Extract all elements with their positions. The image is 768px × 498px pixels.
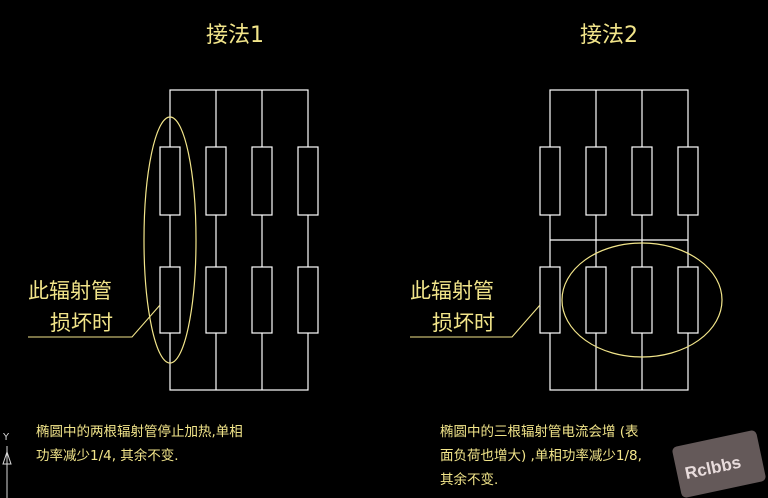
left-resistor-bottom-4	[297, 266, 319, 334]
right-resistor-top-4	[677, 146, 699, 216]
right-callout-line1: 此辐射管	[410, 279, 494, 303]
left-resistor-top-1	[159, 146, 181, 216]
right-highlight-ellipse	[561, 242, 723, 358]
left-resistor-bottom-2	[205, 266, 227, 334]
left-note-line2: 功率减少1/4, 其余不变.	[36, 447, 179, 464]
right-resistor-bottom-1	[539, 266, 561, 334]
left-resistor-top-4	[297, 146, 319, 216]
right-note-line2: 面负荷也增大) ,单相功率减少1/8,	[440, 447, 642, 464]
right-resistor-top-2	[585, 146, 607, 216]
right-callout-leader	[410, 304, 541, 338]
right-circuit	[539, 89, 723, 391]
right-title: 接法2	[580, 23, 638, 48]
right-note-line1: 椭圆中的三根辐射管电流会增 (表	[440, 424, 639, 440]
watermark-logo: Rclbbs	[672, 430, 766, 498]
left-note-line1: 椭圆中的两根辐射管停止加热,单相	[36, 423, 243, 440]
ucs-axis-icon	[2, 446, 12, 498]
left-resistor-bottom-3	[251, 266, 273, 334]
left-callout-line2: 损坏时	[50, 311, 113, 335]
right-resistor-bottom-4	[677, 266, 699, 334]
left-circuit	[143, 89, 319, 391]
left-resistor-top-2	[205, 146, 227, 216]
left-resistor-top-3	[251, 146, 273, 216]
right-note-line3: 其余不变.	[440, 471, 498, 488]
right-callout-line2: 损坏时	[432, 311, 495, 335]
left-title: 接法1	[206, 23, 264, 48]
left-resistor-bottom-1	[159, 266, 181, 334]
left-highlight-ellipse	[143, 116, 197, 364]
ucs-y-label: Y	[2, 432, 10, 443]
right-resistor-bottom-2	[585, 266, 607, 334]
right-resistor-top-3	[631, 146, 653, 216]
right-resistor-bottom-3	[631, 266, 653, 334]
left-callout-line1: 此辐射管	[28, 279, 112, 303]
left-callout-leader	[28, 304, 161, 338]
right-resistor-top-1	[539, 146, 561, 216]
left-frame	[169, 89, 309, 391]
